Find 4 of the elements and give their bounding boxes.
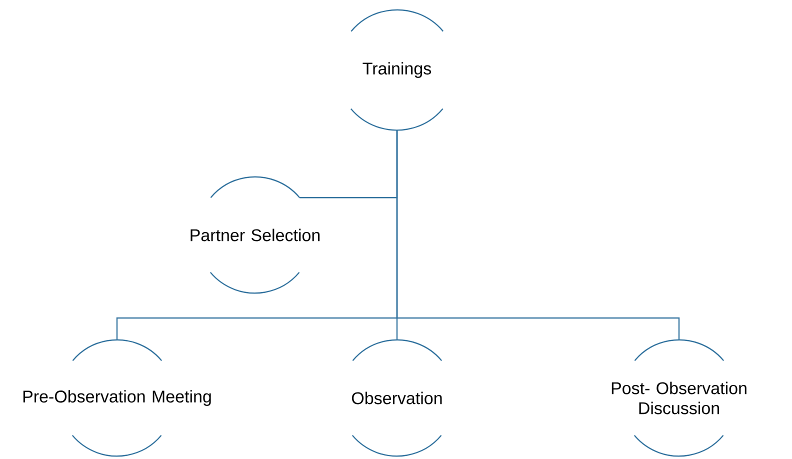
- circle-node: Post- Observation Discussion: [612, 339, 746, 457]
- circle-node: Pre-Observation Meeting: [23, 339, 211, 457]
- connector-line: [396, 130, 680, 340]
- circle-node: Partner Selection: [190, 176, 320, 294]
